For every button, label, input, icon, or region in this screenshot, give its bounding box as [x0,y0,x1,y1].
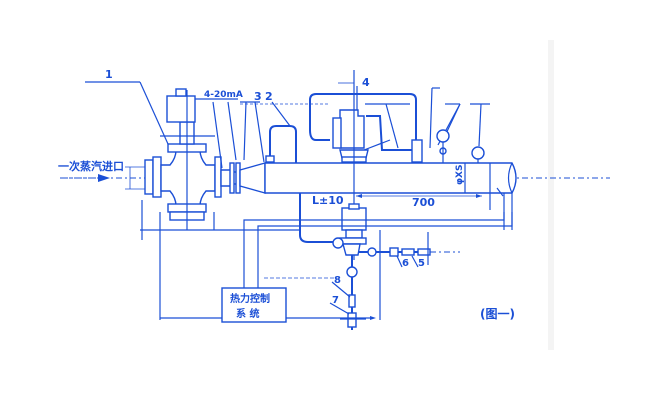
signal-label: 4-20mA [204,90,243,100]
callout-leader-1b [139,81,169,145]
part-number-4: 4 [362,76,370,89]
injection-line [358,230,460,320]
figure-caption: (图一) [480,307,515,321]
dimension-700 [356,194,482,198]
impulse-tube [269,125,297,163]
control-wiring [140,200,513,320]
inlet-label: 一次蒸汽进口 [58,159,124,173]
drain-symbol [496,187,504,197]
part-number-7: 7 [332,295,339,306]
thermal-control-system-box: 热力控制 系 统 [221,287,287,323]
part-number-3: 3 [254,90,262,103]
callout-leaders-3-2 [212,101,291,169]
distance-label: 700 [412,196,435,209]
inlet-arrow [62,174,110,182]
pipe-diameter-label: φXS [455,165,465,185]
tube-fitting [265,155,275,163]
main-pipe [220,162,517,194]
part-number-1: 1 [105,68,113,81]
control-system-label-line2: 系 统 [236,307,259,320]
callout-leaders-right [365,87,490,149]
page-edge [548,40,554,350]
part-number-5: 5 [418,258,425,269]
part-number-8: 8 [334,275,341,286]
part-number-2: 2 [265,90,273,103]
control-system-label-line1: 热力控制 [230,292,270,305]
part-number-6: 6 [402,258,409,269]
pressure-gauge-2 [471,146,485,163]
water-injection-actuator [299,193,367,256]
pressure-gauge-1 [436,129,450,163]
length-tolerance-label: L±10 [312,194,344,207]
pressure-reducing-valve [144,88,222,230]
desuperheating-valve [309,70,423,260]
